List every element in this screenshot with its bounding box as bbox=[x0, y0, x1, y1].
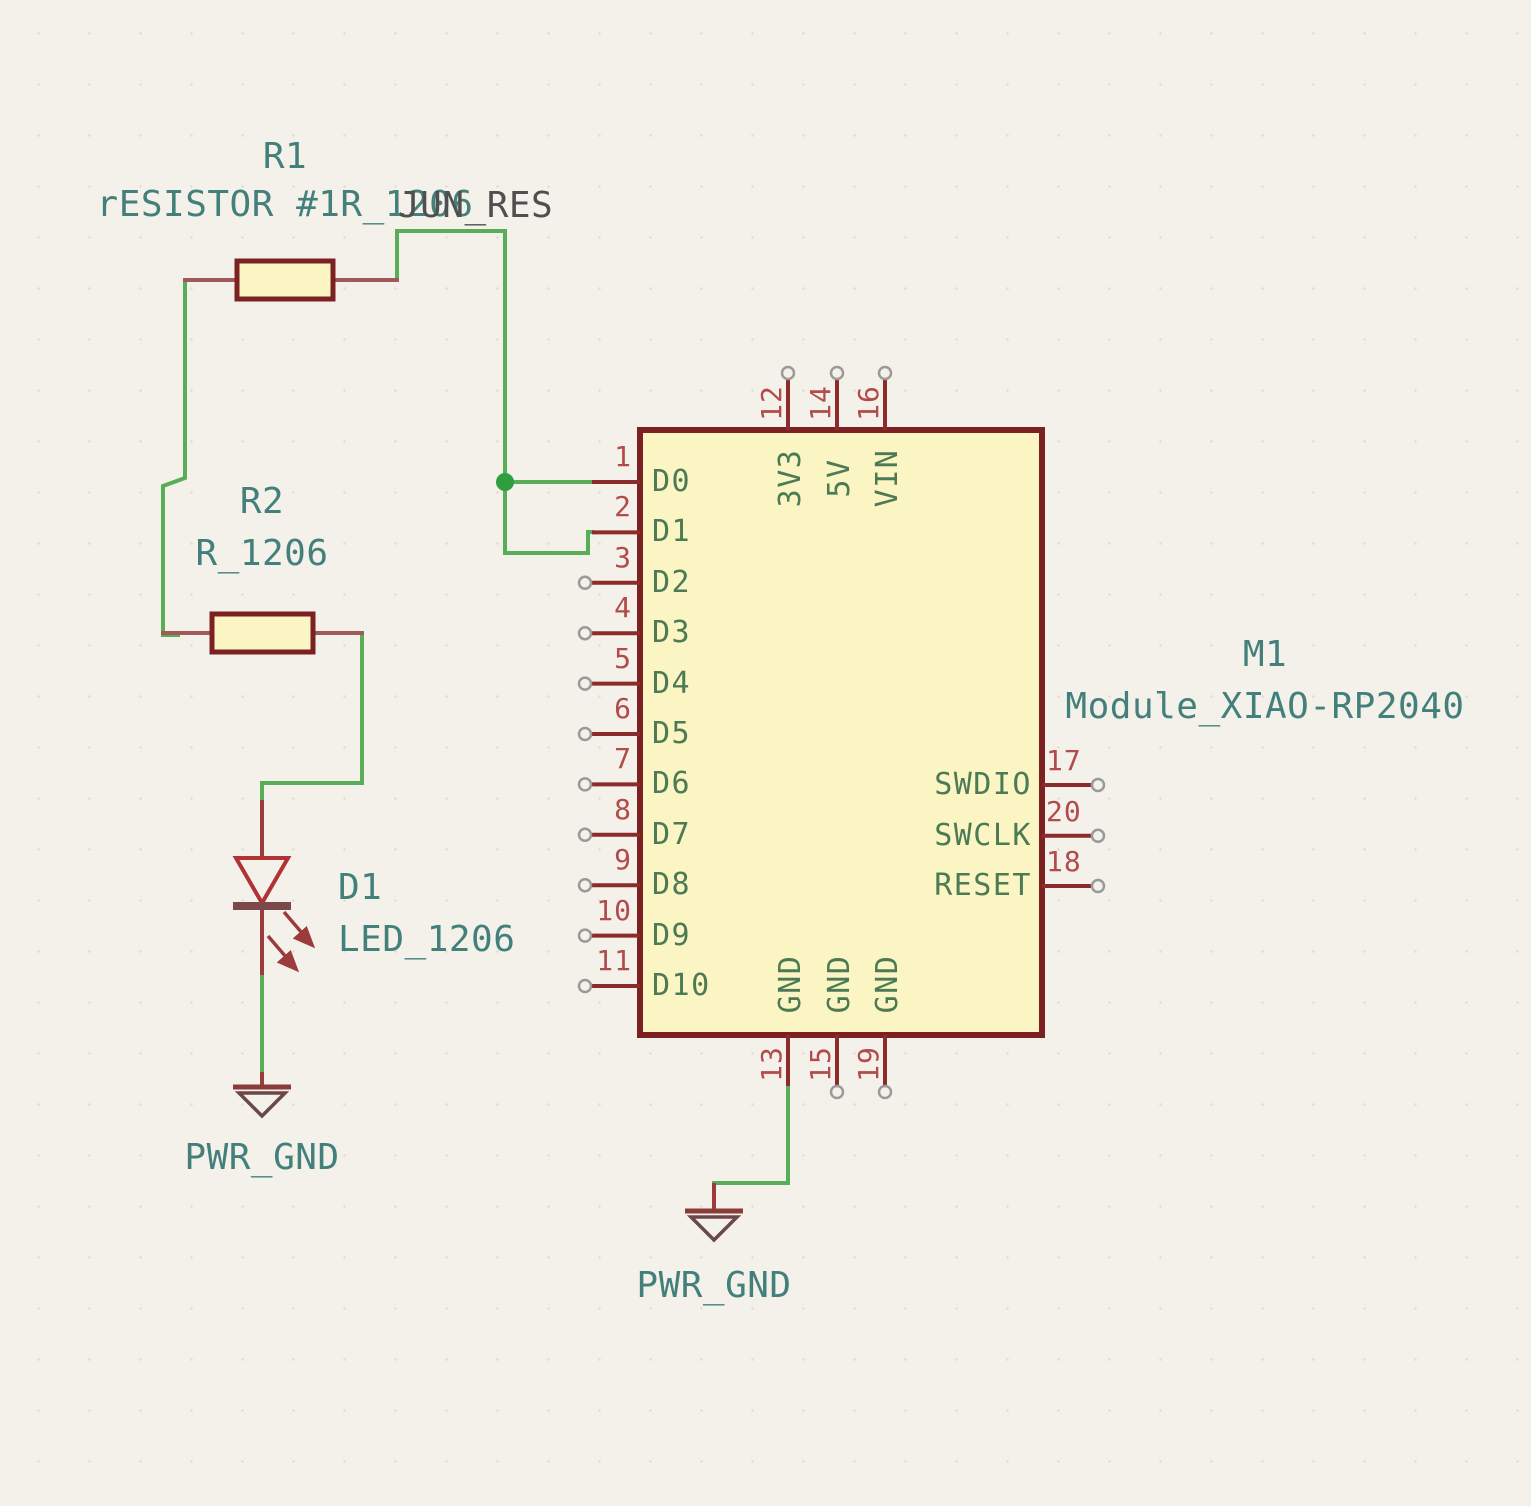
resistor-r1-symbol[interactable] bbox=[183, 258, 399, 302]
pin-name-D1[interactable]: D1 bbox=[652, 514, 692, 550]
pin-number-2[interactable]: 2 bbox=[614, 490, 632, 524]
r2-reference[interactable]: R2 bbox=[239, 481, 285, 522]
pin-name-D10[interactable]: D10 bbox=[652, 968, 711, 1003]
module-pin-stubs[interactable] bbox=[592, 379, 1092, 1086]
r1-reference[interactable]: R1 bbox=[262, 136, 308, 177]
pin-name-D6[interactable]: D6 bbox=[652, 766, 692, 802]
power-gnd-bottom-symbol[interactable] bbox=[685, 1183, 743, 1243]
power-gnd-left-symbol[interactable] bbox=[233, 1072, 291, 1119]
pin-number-11[interactable]: 11 bbox=[596, 944, 632, 977]
unconnected-pin-markers bbox=[577, 365, 1106, 1100]
pin-name-SWDIO[interactable]: SWDIO bbox=[934, 767, 1032, 802]
pin-name-D4[interactable]: D4 bbox=[652, 665, 692, 701]
pin-name-D5[interactable]: D5 bbox=[652, 716, 692, 751]
pin-number-7[interactable]: 7 bbox=[614, 742, 632, 776]
pin-number-13[interactable]: 13 bbox=[754, 1046, 788, 1082]
pin-name-D0[interactable]: D0 bbox=[652, 464, 692, 499]
pin-name-GND-2[interactable]: GND bbox=[869, 954, 905, 1014]
wire-r1-to-module[interactable] bbox=[395, 229, 594, 555]
pin-name-D3[interactable]: D3 bbox=[652, 615, 692, 651]
pin-number-20[interactable]: 20 bbox=[1046, 794, 1082, 828]
power-gnd-bottom-label[interactable]: PWR_GND bbox=[636, 1265, 792, 1306]
pin-number-6[interactable]: 6 bbox=[614, 692, 632, 725]
pin-number-18[interactable]: 18 bbox=[1046, 845, 1082, 878]
pin-number-5[interactable]: 5 bbox=[614, 641, 632, 675]
pin-name-D9[interactable]: D9 bbox=[652, 917, 692, 953]
wire-junction-dot[interactable] bbox=[496, 473, 514, 491]
pin-name-D7[interactable]: D7 bbox=[652, 816, 692, 852]
r2-value[interactable]: R_1206 bbox=[195, 533, 329, 574]
d1-reference[interactable]: D1 bbox=[338, 867, 383, 908]
resistor-r2-symbol[interactable] bbox=[161, 611, 364, 655]
d1-value[interactable]: LED_1206 bbox=[338, 919, 516, 960]
pin-name-D8[interactable]: D8 bbox=[652, 867, 692, 903]
power-gnd-left-label[interactable]: PWR_GND bbox=[184, 1137, 340, 1178]
pin-name-RESET[interactable]: RESET bbox=[934, 868, 1032, 903]
pin-number-10[interactable]: 10 bbox=[596, 893, 632, 927]
wire-module-to-gnd[interactable] bbox=[712, 1086, 790, 1205]
m1-value[interactable]: Module_XIAO-RP2040 bbox=[1065, 686, 1465, 727]
pin-number-8[interactable]: 8 bbox=[614, 792, 632, 826]
pin-number-17[interactable]: 17 bbox=[1046, 744, 1082, 777]
pin-name-VIN[interactable]: VIN bbox=[869, 448, 905, 508]
pin-number-16[interactable]: 16 bbox=[851, 385, 885, 421]
pin-number-19[interactable]: 19 bbox=[851, 1046, 885, 1082]
wire-net-label[interactable]: JUN_RES bbox=[398, 185, 554, 226]
pin-number-12[interactable]: 12 bbox=[754, 385, 788, 421]
pin-number-3[interactable]: 3 bbox=[614, 540, 632, 574]
m1-reference[interactable]: M1 bbox=[1242, 634, 1288, 675]
pin-number-1[interactable]: 1 bbox=[614, 440, 632, 473]
led-d1-symbol[interactable] bbox=[232, 800, 316, 975]
pin-name-D2[interactable]: D2 bbox=[652, 564, 692, 600]
r1-value[interactable]: rESISTOR #1R_1206 bbox=[96, 184, 474, 225]
pin-number-9[interactable]: 9 bbox=[614, 843, 632, 877]
wire-r2-to-led[interactable] bbox=[260, 633, 364, 804]
pin-name-SWCLK[interactable]: SWCLK bbox=[934, 817, 1032, 853]
pin-number-4[interactable]: 4 bbox=[614, 591, 632, 625]
wire-r1-to-r2[interactable] bbox=[161, 278, 187, 637]
